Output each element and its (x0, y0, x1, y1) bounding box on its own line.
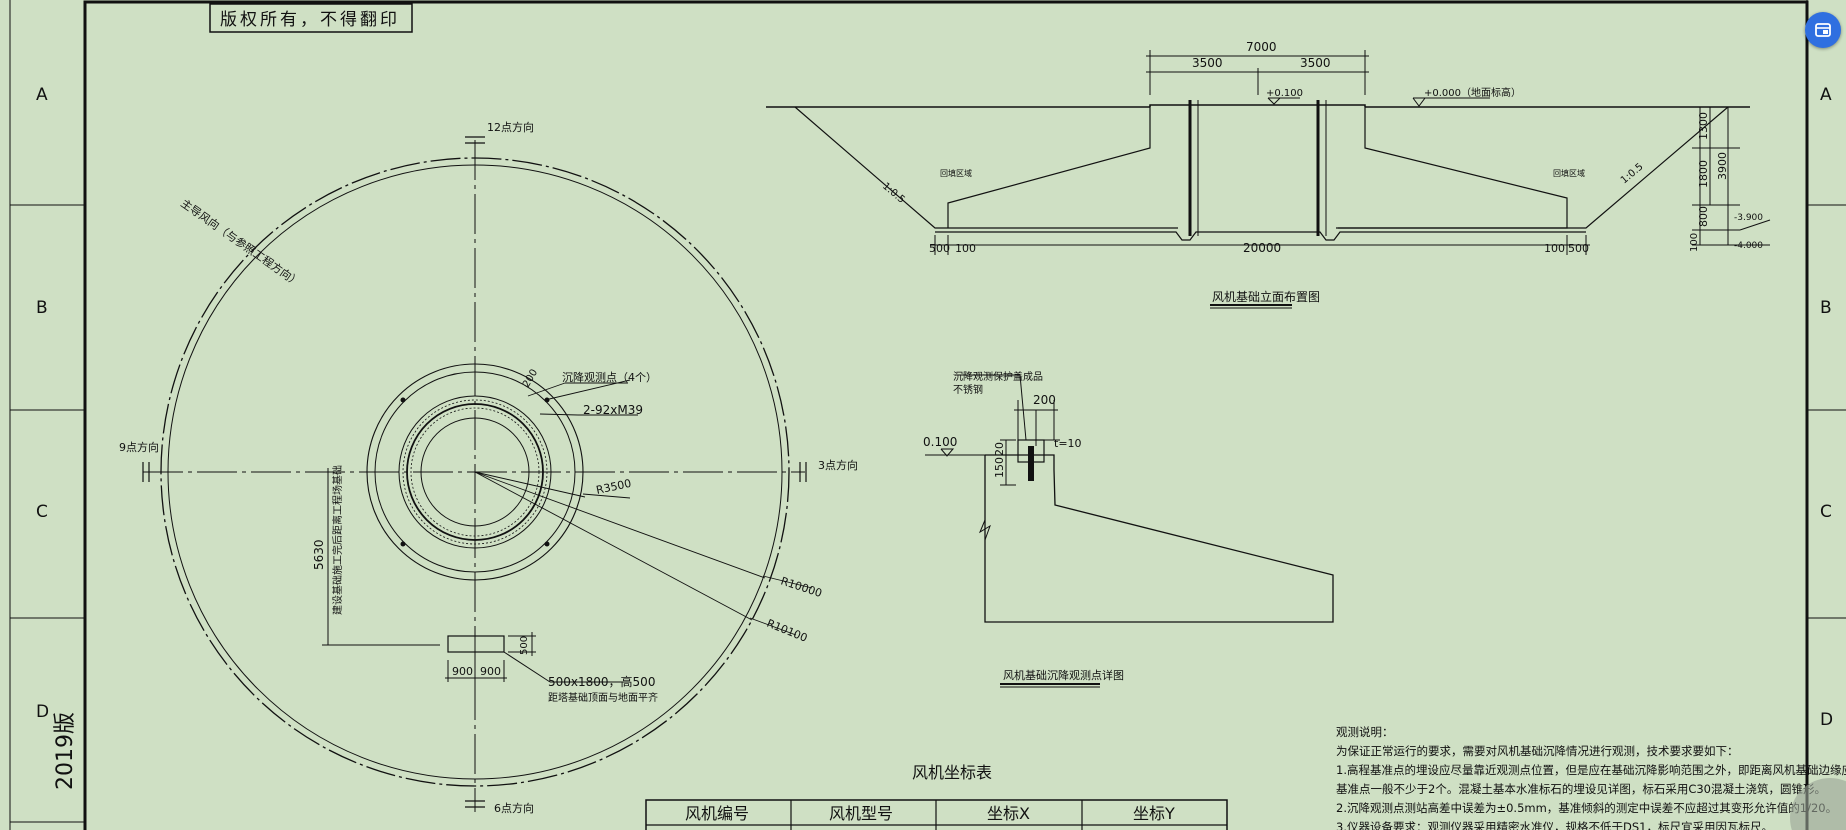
sheet-border (9, 0, 1846, 830)
detail-labels: 沉降观测保护盖成品 不锈钢 200 t=10 0.100 20 150 风机基础… (923, 370, 1124, 682)
settle-points-label: 沉降观测点（4个） (562, 370, 657, 384)
bolt-label: 2-92xM39 (583, 403, 643, 417)
dim-1800-label: 1800 (1697, 160, 1710, 188)
dim-900a-label: 900 (452, 665, 473, 678)
notes-line-1: 1.高程基准点的埋设应尽量靠近观测点位置，但是应在基础沉降影响范围之外，即距离风… (1336, 763, 1846, 777)
row-label-d: D (36, 702, 49, 722)
table-header-x: 坐标X (987, 804, 1030, 823)
dim-5630-label: 5630 (312, 539, 326, 570)
table-header-id: 风机编号 (685, 804, 749, 823)
row-labels-right: A B C D (1820, 85, 1833, 730)
scroll-indicator (1790, 778, 1846, 830)
elev-4000-label: -4.000 (1734, 241, 1763, 251)
row-label-d-right: D (1820, 710, 1833, 730)
block-note: 距塔基础顶面与地面平齐 (548, 691, 658, 704)
row-label-c-right: C (1820, 502, 1832, 522)
dim-500-right: 500 (1568, 242, 1589, 255)
copyright-text: 版权所有，不得翻印 (220, 10, 400, 30)
dim-900b-label: 900 (480, 665, 501, 678)
detail-t10: t=10 (1054, 437, 1082, 450)
dir-6-label: 6点方向 (494, 801, 534, 815)
detail-elev-0100: 0.100 (923, 435, 957, 449)
dim-3500a-label: 3500 (1192, 56, 1223, 70)
row-labels-left: A B C D (36, 85, 49, 722)
row-label-b-right: B (1820, 298, 1832, 318)
dim-100-vertical: 100 (1689, 233, 1700, 252)
coordinate-table-title: 风机坐标表 (912, 763, 992, 782)
dir-12-label: 12点方向 (487, 120, 534, 134)
dim-100-right: 100 (1544, 242, 1565, 255)
detail-note-2: 不锈钢 (953, 383, 983, 396)
dim-800-label: 800 (1697, 206, 1710, 227)
coordinate-table-headers: 风机编号 风机型号 坐标X 坐标Y (685, 804, 1175, 823)
detail-dim-20: 20 (993, 442, 1006, 456)
row-label-a-right: A (1820, 85, 1832, 105)
detail-view (925, 374, 1334, 623)
dir-9-label: 9点方向 (119, 440, 159, 454)
row-label-b: B (36, 298, 48, 318)
notes-line-3: 2.沉降观测点测站高差中误差为±0.5mm，基准倾斜的测定中误差不应超过其变形允… (1336, 801, 1837, 815)
row-label-a: A (36, 85, 48, 105)
version-label: 2019版 (53, 712, 78, 790)
table-header-model: 风机型号 (829, 804, 893, 823)
table-header-y: 坐标Y (1133, 804, 1175, 823)
notes-line-2: 基准点一般不少于2个。混凝土基本水准标石的埋设见详图，标石采用C30混凝土浇筑，… (1336, 782, 1826, 796)
elevation-title: 风机基础立面布置图 (1212, 289, 1320, 304)
coordinate-table (645, 799, 1228, 830)
block-label: 500x1800，高500 (548, 674, 655, 689)
plan-side-note: 建设基础施工完后距离工程场基础 (331, 465, 344, 615)
dim-7000-label: 7000 (1246, 40, 1277, 54)
elev-3900-label: -3.900 (1734, 213, 1763, 223)
plan-markers (400, 397, 550, 547)
dim-500-label: 500 (519, 636, 530, 655)
floating-tool-button[interactable] (1805, 12, 1841, 48)
notes-title: 观测说明： (1336, 725, 1394, 739)
elev-0100-label: +0.100 (1266, 88, 1303, 99)
fill-zone-right-label: 回填区域 (1553, 168, 1585, 178)
dir-3-label: 3点方向 (818, 458, 858, 472)
detail-note-1: 沉降观测保护盖成品 (953, 370, 1043, 383)
copyright-box: 版权所有，不得翻印 (209, 3, 413, 33)
dim-1300-label: 1300 (1697, 112, 1710, 140)
fill-zone-left-label: 回填区域 (940, 168, 972, 178)
notes-line-4: 3.仪器设备要求：观测仪器采用精密水准仪，规格不低于DS1，标尺宜采用因瓦标尺。 (1336, 820, 1773, 830)
elev-0000-label: +0.000（地面标高） (1424, 86, 1521, 99)
dim-3900-label: 3900 (1716, 152, 1729, 180)
dim-20000-label: 20000 (1243, 241, 1281, 255)
row-label-c: C (36, 502, 48, 522)
dim-100-left: 100 (955, 242, 976, 255)
window-icon (1815, 23, 1831, 37)
observation-notes: 观测说明： 为保证正常运行的要求，需要对风机基础沉降情况进行观测，技术要求要如下… (1336, 725, 1846, 830)
notes-intro: 为保证正常运行的要求，需要对风机基础沉降情况进行观测，技术要求要如下： (1336, 744, 1739, 758)
elevation-view (766, 50, 1771, 255)
dim-500-left: 500 (929, 242, 950, 255)
elevation-labels: 7000 3500 3500 +0.100 +0.000（地面标高） 1:0.5… (880, 40, 1763, 304)
dim-3500b-label: 3500 (1300, 56, 1331, 70)
detail-title: 风机基础沉降观测点详图 (1003, 668, 1124, 682)
plan-view (142, 136, 813, 812)
detail-dim-200: 200 (1033, 393, 1056, 407)
detail-dim-150: 150 (993, 457, 1006, 478)
